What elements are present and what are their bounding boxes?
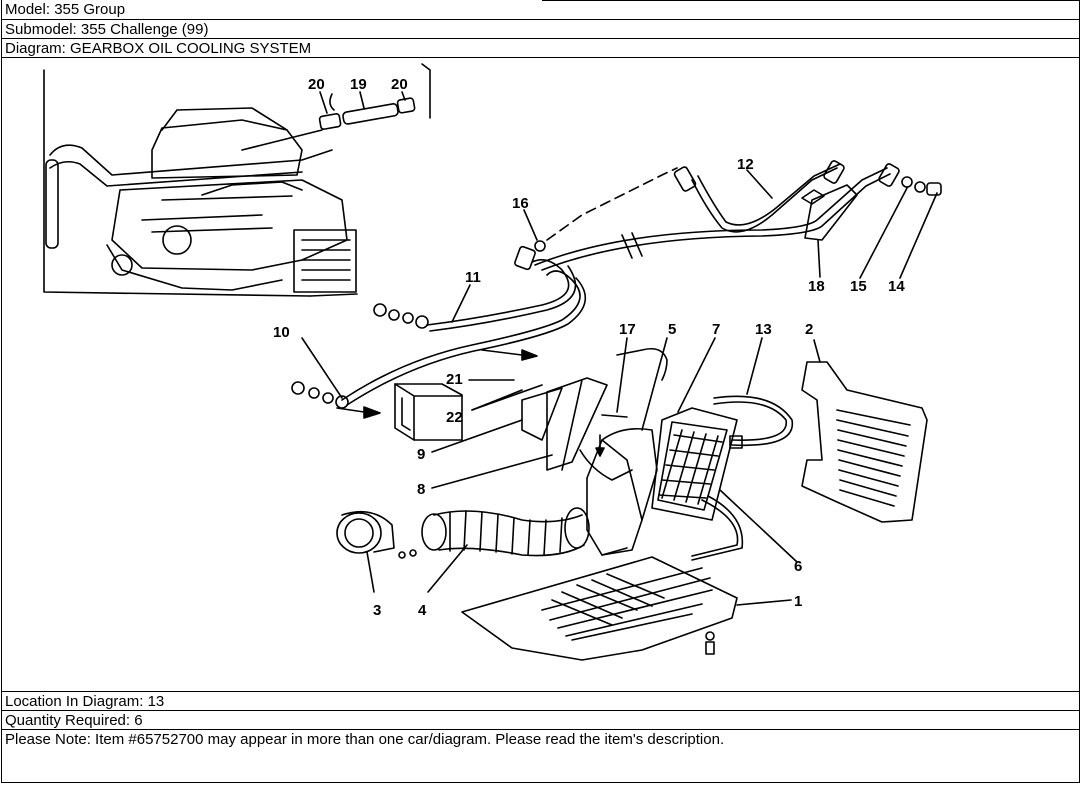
submodel-row: Submodel: 355 Challenge (99)	[2, 20, 1079, 39]
submodel-label: Submodel: 355 Challenge (99)	[5, 21, 209, 38]
callout-8: 8	[417, 481, 425, 498]
engine-inset	[43, 63, 431, 297]
callout-11: 11	[465, 269, 481, 286]
diagram-title: Diagram: GEARBOX OIL COOLING SYSTEM	[5, 40, 312, 57]
callout-1: 1	[794, 593, 802, 610]
hose-adapter	[336, 510, 417, 559]
quantity-label: Quantity Required: 6	[5, 712, 143, 729]
strap	[691, 395, 794, 561]
callout-5: 5	[668, 321, 676, 338]
callout-2: 2	[805, 321, 813, 338]
undertray	[461, 556, 738, 661]
oil-radiator	[651, 407, 743, 521]
location-label: Location In Diagram: 13	[5, 693, 165, 710]
flow-arrows	[336, 349, 605, 457]
callout-4: 4	[418, 602, 427, 619]
callout-9: 9	[417, 446, 425, 463]
oil-pipes	[341, 160, 900, 406]
callout-6: 6	[794, 558, 802, 575]
callout-20-right: 20	[391, 76, 408, 93]
air-scoop	[586, 347, 668, 556]
model-label: Model: 355 Group	[5, 1, 126, 18]
mounting-bracket	[521, 377, 633, 481]
flexible-hose	[421, 507, 590, 557]
callout-3: 3	[373, 602, 381, 619]
callout-12: 12	[737, 156, 754, 173]
callout-14: 14	[888, 278, 905, 295]
callout-18: 18	[808, 278, 825, 295]
leader-lines	[301, 169, 938, 606]
callout-17: 17	[619, 321, 636, 338]
callout-10: 10	[273, 324, 290, 341]
callout-16: 16	[512, 195, 529, 212]
diagram-title-row: Diagram: GEARBOX OIL COOLING SYSTEM	[2, 39, 1079, 58]
air-duct	[394, 383, 463, 441]
model-row: Model: 355 Group	[2, 0, 1079, 20]
exploded-parts-diagram: 1 2 3 4 5 6 7 8 9 10 11 12 13 14 15 16 1…	[2, 59, 1079, 692]
fittings	[291, 176, 942, 409]
callout-labels: 1 2 3 4 5 6 7 8 9 10 11 12 13 14 15 16 1…	[273, 76, 905, 619]
note-row: Please Note: Item #65752700 may appear i…	[2, 730, 1079, 783]
callout-7: 7	[712, 321, 720, 338]
callout-21: 21	[446, 371, 463, 388]
callout-19: 19	[350, 76, 367, 93]
location-row: Location In Diagram: 13	[2, 692, 1079, 711]
note-text: Please Note: Item #65752700 may appear i…	[5, 731, 725, 748]
callout-20-left: 20	[308, 76, 325, 93]
side-panel	[801, 361, 928, 523]
callout-13: 13	[755, 321, 772, 338]
callout-15: 15	[850, 278, 867, 295]
quantity-row: Quantity Required: 6	[2, 711, 1079, 730]
callout-22: 22	[446, 409, 463, 426]
